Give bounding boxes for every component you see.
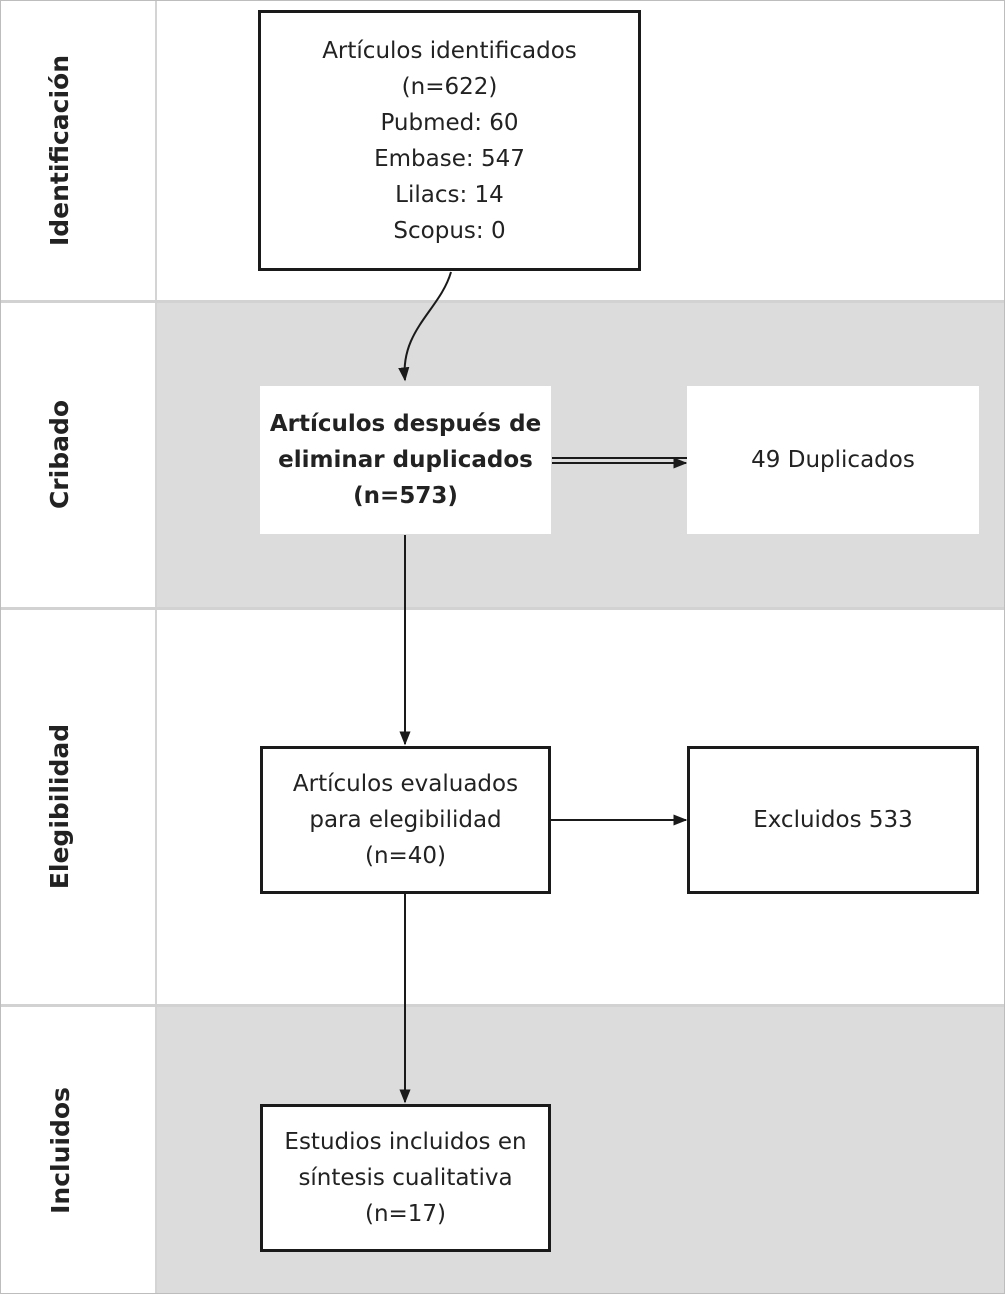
identified-scopus: Scopus: 0 [393, 217, 506, 244]
arrow-identified-to-after-duplicates [398, 271, 452, 382]
after-duplicates-line-2: eliminar duplicados [278, 447, 533, 473]
duplicates-box: 49 Duplicados [687, 386, 979, 534]
identified-pubmed: Pubmed: 60 [380, 109, 519, 136]
stage-column [0, 0, 157, 1294]
assessed-line-1: Artículos evaluados [292, 771, 519, 797]
assessed-line-2: para elegibilidad [309, 807, 502, 833]
identified-articles-box: Artículos identificados (n=622) Pubmed: … [258, 10, 641, 271]
identified-embase: Embase: 547 [374, 145, 525, 172]
identified-count: (n=622) [401, 73, 498, 100]
excluded-box: Excluidos 533 [687, 746, 979, 894]
after-duplicates-count: (n=573) [353, 483, 458, 509]
assessed-box: Artículos evaluados para elegibilidad (n… [260, 746, 551, 894]
separator-line [0, 300, 1005, 303]
excluded-label: Excluidos 533 [753, 807, 913, 833]
included-count: (n=17) [364, 1201, 447, 1227]
after-duplicates-box: Artículos después de eliminar duplicados… [260, 386, 551, 534]
identified-lilacs: Lilacs: 14 [395, 181, 504, 208]
separator-line [0, 1004, 1005, 1007]
identified-title: Artículos identificados [322, 37, 577, 64]
after-duplicates-line-1: Artículos después de [269, 411, 542, 437]
included-line-1: Estudios incluidos en [284, 1129, 527, 1155]
assessed-count: (n=40) [364, 843, 447, 869]
duplicates-label: 49 Duplicados [751, 447, 915, 473]
included-studies-box: Estudios incluidos en síntesis cualitati… [260, 1104, 551, 1252]
separator-line [0, 607, 1005, 610]
included-line-2: síntesis cualitativa [298, 1165, 513, 1191]
